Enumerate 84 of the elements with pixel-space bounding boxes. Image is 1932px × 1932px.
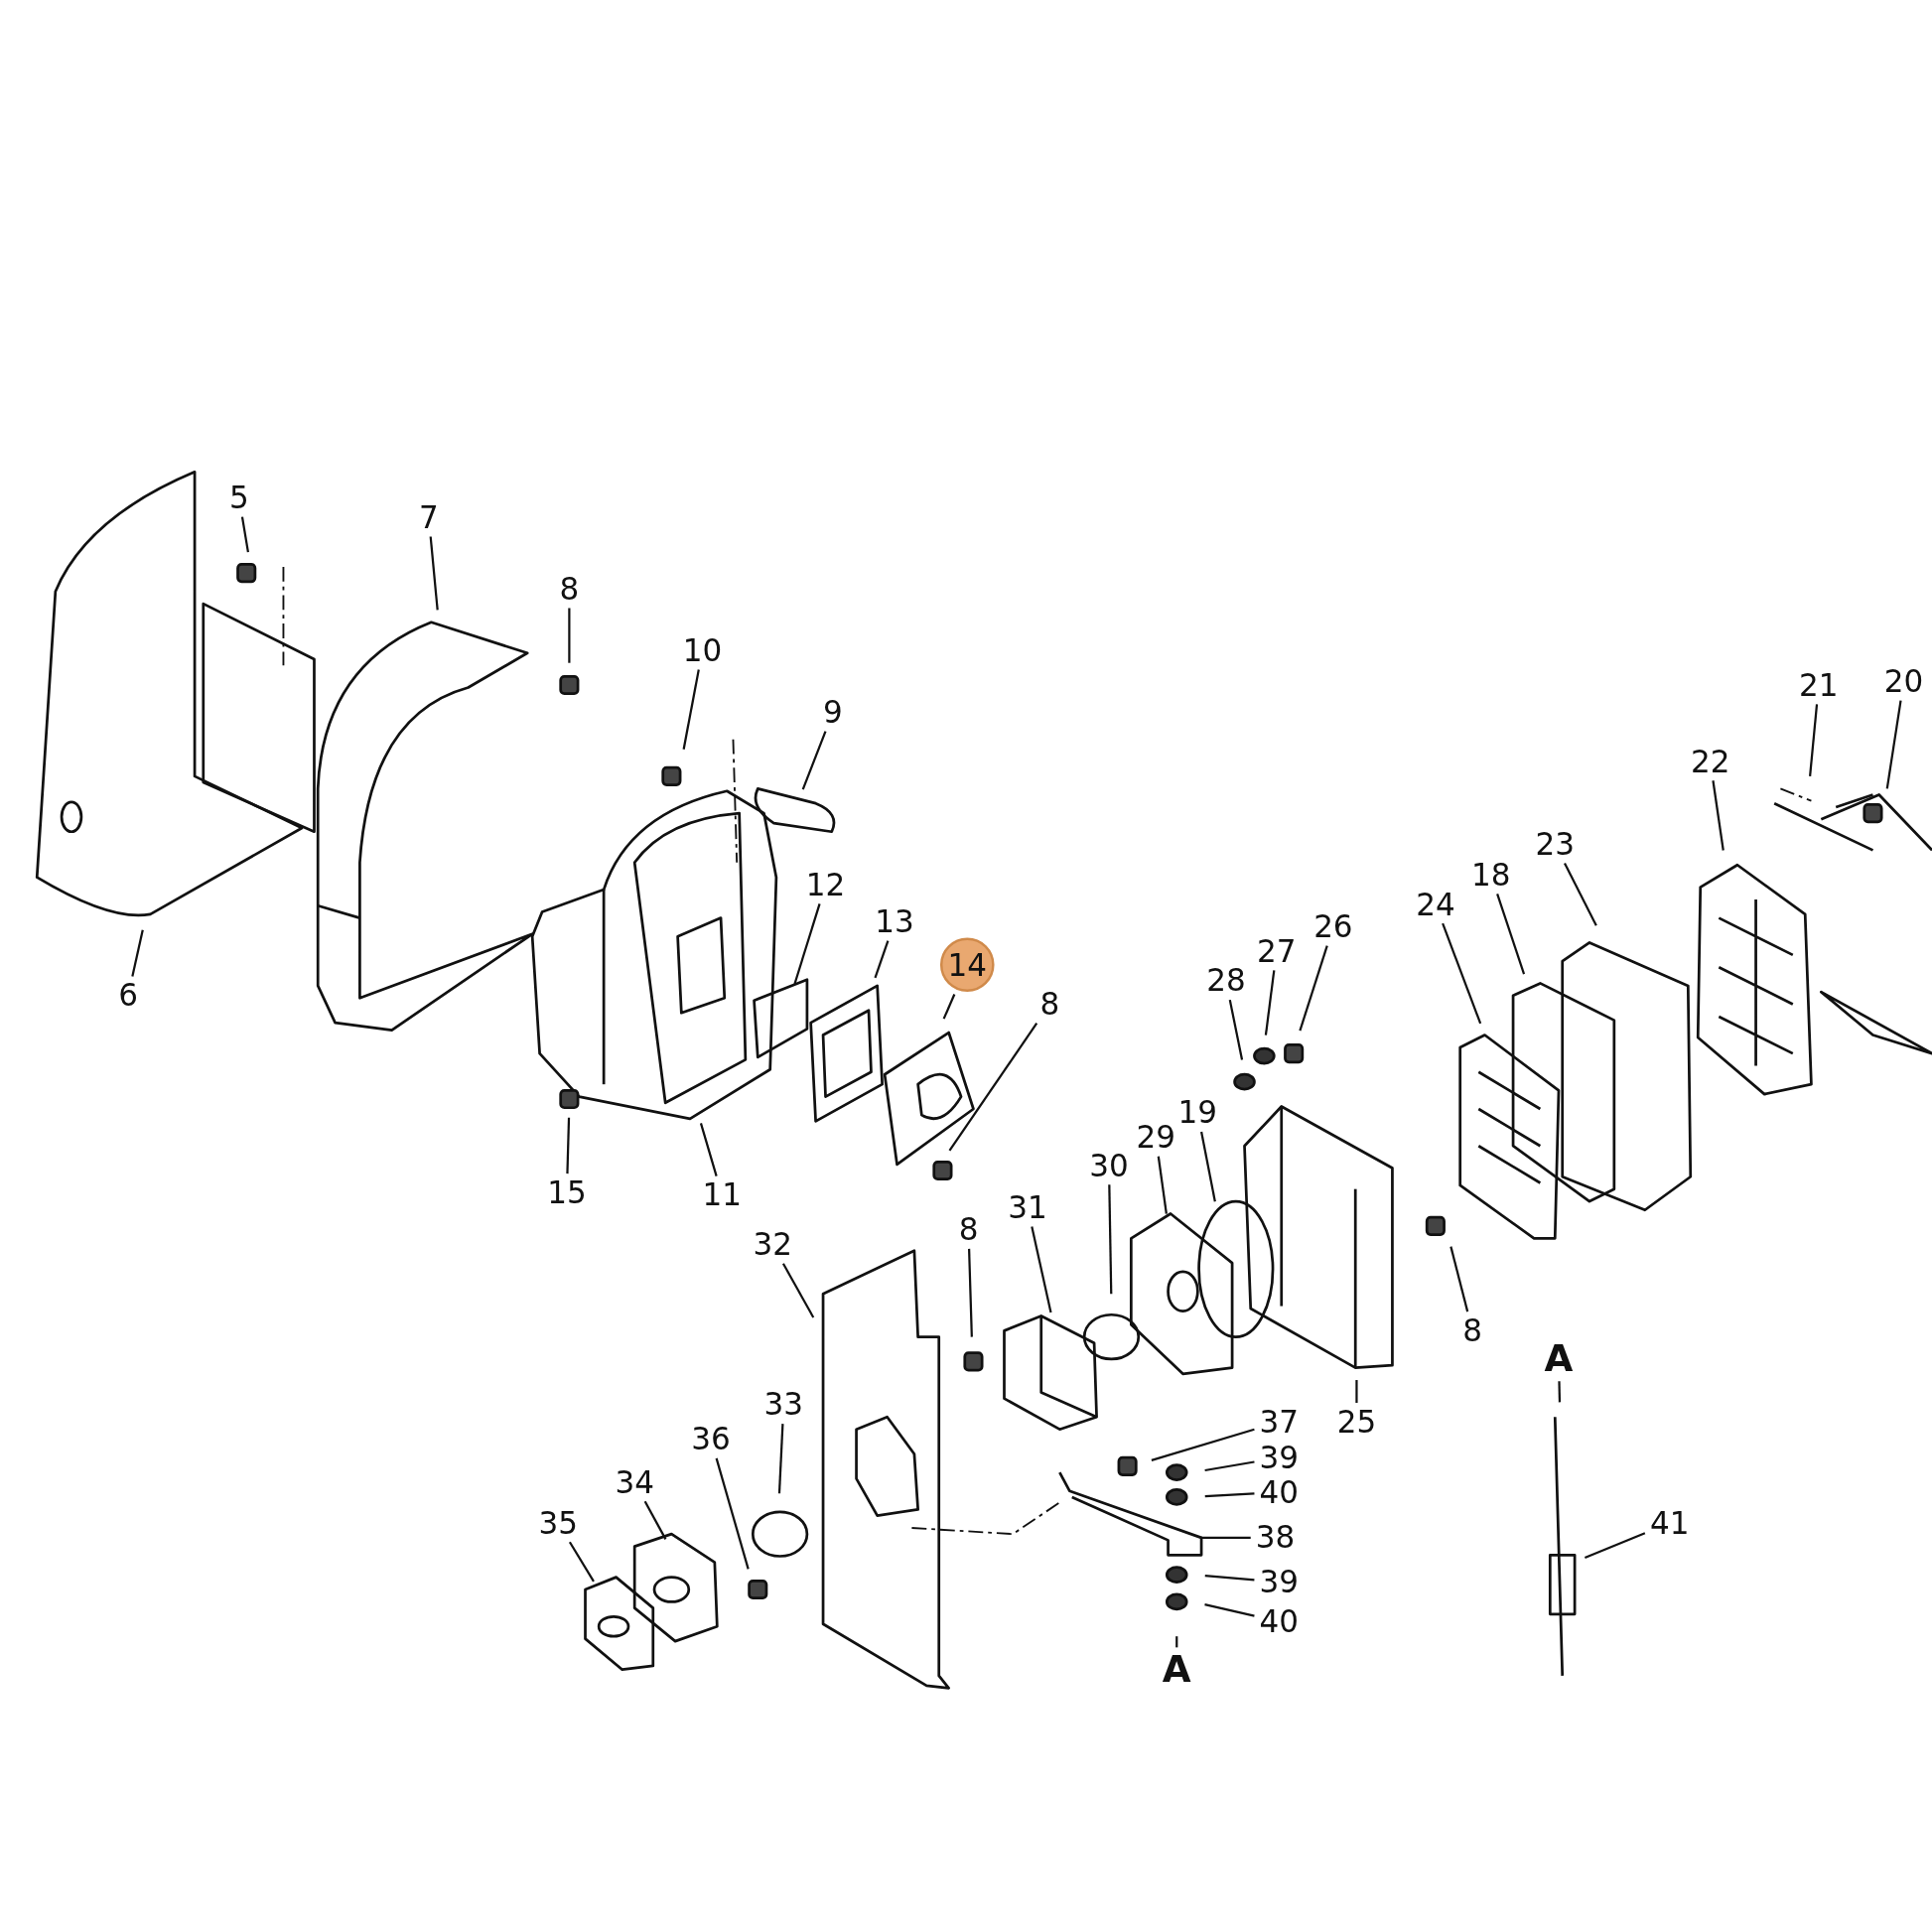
callout-number: 29 [1133,1120,1178,1155]
callout-number: 8 [557,572,582,606]
leader-line [566,1117,571,1174]
leader-line [1108,1184,1113,1295]
highlighted-callout-number: 14 [939,937,995,993]
leader-line [1228,999,1244,1060]
callout-number: 32 [750,1227,795,1262]
leader-line [568,608,571,663]
callout-number: 27 [1254,934,1299,968]
leader-line [1558,1381,1562,1403]
leader-line [793,903,821,985]
callout-number: 13 [872,904,917,939]
callout-number: 6 [115,979,141,1013]
callout-number: 40 [1257,1475,1302,1509]
callout-number: 5 [226,481,252,515]
leader-line [1204,1460,1255,1472]
callout-number: 39 [1257,1565,1302,1599]
callout-number: 35 [536,1506,581,1540]
callout-number: 25 [1334,1405,1379,1439]
leader-line [1175,1636,1178,1648]
callout-number: 20 [1881,664,1926,699]
leader-line [699,1123,718,1176]
callout-number: 28 [1203,964,1249,998]
callout-number: 34 [612,1465,657,1499]
leader-line [682,669,700,750]
callout-number: 18 [1468,858,1513,892]
callout-number: 8 [956,1212,981,1247]
leader-line [1564,862,1597,926]
connection-letter: A [1542,1339,1576,1379]
leader-line [1496,894,1526,975]
leader-line [1355,1380,1358,1403]
leader-line [874,940,890,979]
leader-line [942,994,956,1020]
callout-number: 38 [1253,1521,1298,1555]
leader-line [131,929,144,977]
callout-number: 23 [1533,827,1578,861]
callout-number: 9 [820,695,846,730]
callout-number: 31 [1005,1190,1050,1225]
callout-number: 12 [803,868,848,901]
leader-line [1885,700,1902,789]
callout-number: 22 [1688,745,1732,778]
callout-number: 8 [1037,987,1062,1022]
leader-line [1584,1532,1646,1560]
callout-number: 19 [1175,1095,1220,1130]
leader-line [1264,970,1276,1035]
leader-line [1204,1603,1255,1617]
leader-line [1031,1226,1052,1313]
callout-number: 39 [1257,1441,1302,1474]
callout-number: 15 [544,1175,590,1210]
leader-line [801,731,827,790]
leader-line [968,1248,973,1337]
callout-number: 36 [688,1422,734,1456]
leader-line [240,516,249,553]
leader-line [1157,1156,1168,1214]
leader-line [777,1424,784,1494]
callout-number: 24 [1413,888,1458,921]
leader-line [1299,945,1328,1032]
leader-line [429,536,439,611]
leader-line [1200,1131,1216,1202]
leader-line [1449,1246,1469,1312]
callout-number: 37 [1257,1405,1302,1439]
callout-number: 10 [680,633,725,668]
callout-number: 41 [1647,1506,1692,1540]
callout-number: 11 [700,1178,745,1212]
leader-line [1151,1428,1255,1461]
callout-number: 7 [416,500,442,534]
callout-number: 8 [1459,1313,1485,1348]
leader-line [1712,780,1725,851]
callout-number: 30 [1086,1149,1132,1182]
leader-line [1201,1536,1251,1539]
callout-number: 26 [1311,909,1356,944]
callout-number: 33 [761,1388,806,1422]
leader-line [643,1500,667,1540]
leader-line [948,1023,1038,1152]
callout-number: 21 [1796,668,1842,702]
leader-line [1442,922,1482,1025]
leader-line [715,1457,750,1570]
leader-line [568,1541,595,1583]
leader-line [1204,1575,1255,1582]
leader-line [1204,1492,1255,1498]
leader-line [1809,704,1819,777]
leader-line [781,1263,815,1318]
connection-letter: A [1160,1649,1194,1690]
callout-number: 40 [1257,1604,1302,1639]
